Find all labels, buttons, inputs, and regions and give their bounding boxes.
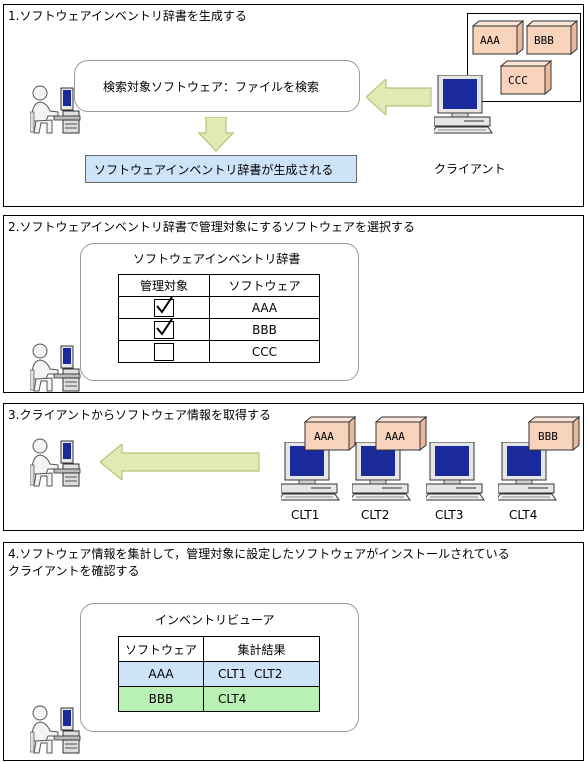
panel-title: 4.ソフトウェア情報を集計して，管理対象に設定したソフトウェアがインストールされ… bbox=[8, 547, 510, 578]
panel-title: 2.ソフトウェアインベントリ辞書で管理対象にするソフトウェアを選択する bbox=[8, 220, 415, 234]
table-header-row: 管理対象 ソフトウェア bbox=[118, 274, 320, 297]
client-computer-icon bbox=[434, 75, 493, 134]
package-box-ccc bbox=[500, 60, 552, 96]
software-cell: BBB bbox=[209, 318, 320, 341]
client-computer-icon bbox=[426, 442, 485, 501]
result-cell: CLT4 bbox=[203, 686, 320, 712]
package-box-bbb bbox=[526, 20, 578, 56]
inventory-viewer-title: インベントリビューア bbox=[155, 613, 275, 627]
software-cell: AAA bbox=[209, 296, 320, 319]
table-row: AAA bbox=[118, 296, 320, 319]
search-box-text: 検索対象ソフトウェア：ファイルを検索 bbox=[103, 80, 320, 94]
package-label: BBB bbox=[538, 430, 558, 443]
managed-checkbox-unchecked[interactable] bbox=[154, 342, 174, 361]
table-header-row: ソフトウェア 集計結果 bbox=[118, 636, 320, 662]
header-software: ソフトウェア bbox=[209, 274, 320, 297]
panel-collect-info: 3.クライアントからソフトウェア情報を取得する AAA CLT1 AAA CLT… bbox=[3, 403, 584, 531]
panel-generate-dictionary: 1.ソフトウェアインベントリ辞書を生成する 検索対象ソフトウェア：ファイルを検索… bbox=[3, 4, 584, 207]
administrator-icon bbox=[30, 438, 81, 487]
package-label: AAA bbox=[480, 34, 500, 47]
package-box-icon bbox=[304, 416, 356, 452]
package-label: CCC bbox=[508, 74, 528, 87]
software-cell: CCC bbox=[209, 340, 320, 363]
result-box: ソフトウェアインベントリ辞書が生成される bbox=[85, 155, 357, 183]
header-managed: 管理対象 bbox=[118, 274, 210, 297]
package-box-aaa bbox=[472, 20, 524, 56]
result-cell: CLT1 CLT2 bbox=[203, 661, 320, 687]
left-arrow bbox=[366, 79, 432, 115]
panel-select-software: 2.ソフトウェアインベントリ辞書で管理対象にするソフトウェアを選択する ソフトウ… bbox=[3, 215, 584, 393]
package-box-icon bbox=[375, 416, 427, 452]
administrator-icon bbox=[30, 343, 81, 392]
software-cell: AAA bbox=[118, 661, 204, 687]
client-name: CLT2 bbox=[361, 508, 390, 522]
software-cell: BBB bbox=[118, 686, 204, 712]
client-label: クライアント bbox=[434, 162, 506, 176]
search-box: 検索対象ソフトウェア：ファイルを検索 bbox=[74, 60, 360, 112]
package-label: AAA bbox=[314, 430, 334, 443]
dictionary-table: 管理対象 ソフトウェア AAA BBB CCC bbox=[118, 274, 320, 363]
table-row: CCC bbox=[118, 340, 320, 363]
left-arrow bbox=[100, 444, 260, 480]
down-arrow bbox=[198, 117, 234, 152]
package-label: BBB bbox=[534, 34, 554, 47]
header-result: 集計結果 bbox=[203, 636, 320, 662]
result-text: ソフトウェアインベントリ辞書が生成される bbox=[94, 163, 334, 177]
client-name: CLT3 bbox=[435, 508, 464, 522]
client-name: CLT4 bbox=[509, 508, 538, 522]
package-label: AAA bbox=[385, 430, 405, 443]
managed-checkbox-checked[interactable] bbox=[154, 318, 174, 339]
panel-aggregate: 4.ソフトウェア情報を集計して，管理対象に設定したソフトウェアがインストールされ… bbox=[3, 542, 584, 761]
panel-title: 1.ソフトウェアインベントリ辞書を生成する bbox=[8, 9, 247, 23]
client-name: CLT1 bbox=[291, 508, 320, 522]
table-row: BBB bbox=[118, 318, 320, 341]
panel-title: 3.クライアントからソフトウェア情報を取得する bbox=[8, 408, 271, 422]
table-row: BBB CLT4 bbox=[118, 686, 320, 712]
header-software: ソフトウェア bbox=[118, 636, 204, 662]
administrator-icon bbox=[30, 705, 81, 754]
dictionary-title: ソフトウェアインベントリ辞書 bbox=[133, 252, 301, 266]
managed-checkbox-checked[interactable] bbox=[154, 296, 174, 317]
package-box-icon bbox=[528, 416, 580, 452]
table-row: AAA CLT1 CLT2 bbox=[118, 661, 320, 687]
inventory-table: ソフトウェア 集計結果 AAA CLT1 CLT2 BBB CLT4 bbox=[118, 636, 320, 712]
